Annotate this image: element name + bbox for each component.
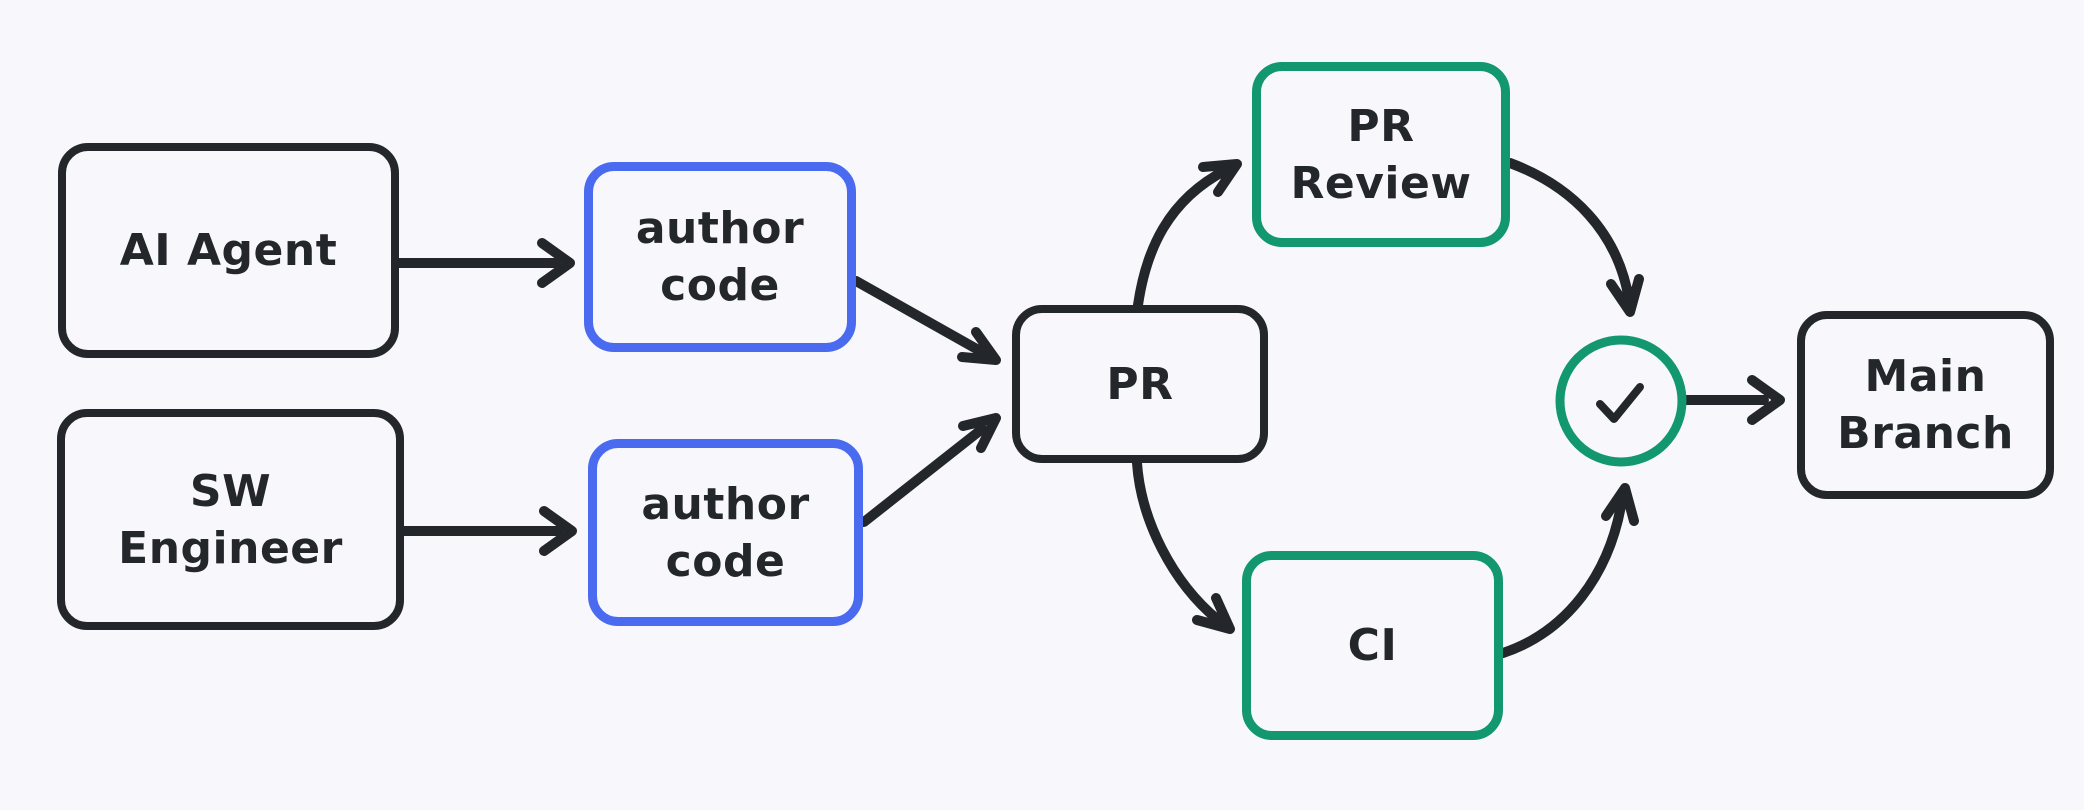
node-label: author: [635, 203, 805, 254]
node-label: Branch: [1837, 408, 2014, 459]
node-label: PR: [1347, 100, 1415, 152]
node-main-branch: Main Branch: [1797, 311, 2054, 499]
node-label: code: [665, 535, 786, 587]
node-ai-agent: AI Agent: [58, 143, 399, 358]
node-sw-engineer: SW Engineer: [57, 409, 404, 630]
arrow-author-bottom-to-pr: [859, 413, 1001, 527]
node-label: CI: [1347, 620, 1398, 671]
node-label: AI Agent: [119, 225, 338, 276]
node-label: Main: [1864, 351, 1987, 402]
arrow-ci-to-check: [1498, 483, 1639, 658]
arrow-pr-to-ci: [1132, 458, 1235, 634]
node-label: Review: [1290, 157, 1472, 209]
node-author-code-top: author code: [584, 162, 856, 352]
arrow-pr-to-pr-review: [1133, 159, 1242, 310]
node-ci: CI: [1242, 551, 1503, 740]
node-label: PR: [1106, 358, 1174, 410]
node-label: SW: [189, 465, 272, 517]
arrow-check-to-main-branch: [1679, 375, 1785, 425]
arrow-ai-to-author-top: [394, 238, 575, 288]
arrow-sw-to-author-bottom: [399, 506, 577, 556]
arrow-pr-review-to-check: [1505, 158, 1644, 317]
arrow-author-top-to-pr: [851, 276, 1001, 365]
node-pr: PR: [1012, 305, 1268, 463]
node-label: author: [641, 478, 810, 530]
node-label: Engineer: [118, 522, 343, 574]
node-author-code-bottom: author code: [588, 439, 863, 626]
check-icon: [1596, 383, 1644, 423]
node-label: code: [660, 260, 780, 311]
node-pr-review: PR Review: [1252, 62, 1510, 247]
check-circle: [1555, 335, 1687, 467]
